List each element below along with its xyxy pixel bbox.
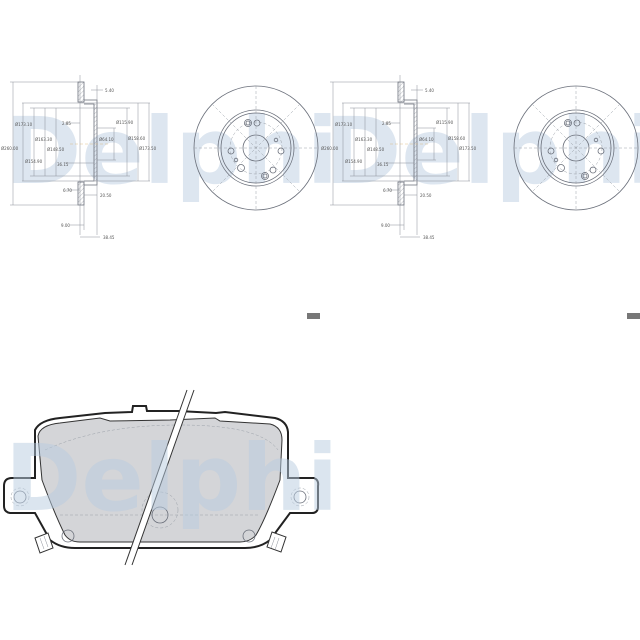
brake-pad-drawing: Delphi [3, 389, 338, 566]
dim-label: Ø173.10 [15, 122, 33, 127]
gallery-marker [627, 313, 640, 319]
dim-label: 20.50 [100, 193, 112, 198]
dim-label: 6.70 [383, 188, 392, 193]
dim-label: 6.70 [63, 188, 72, 193]
dim-label: Ø115.90 [436, 120, 454, 125]
dim-label: Ø158.60 [448, 136, 466, 141]
watermark-logo: Delphi [5, 98, 338, 205]
wear-indicator-right [266, 531, 287, 553]
dim-outer-diameter: Ø260.00 [1, 146, 19, 151]
dim-label: 36.15 [377, 162, 389, 167]
disc-profile-section [10, 75, 150, 238]
dim-label: Ø173.50 [139, 146, 157, 151]
dim-label: 9.00 [381, 223, 390, 228]
brake-disc-drawing-2: Delphi [321, 75, 640, 240]
dim-label: Ø148.50 [47, 147, 65, 152]
dim-label: 36.15 [57, 162, 69, 167]
dim-label: Ø158.60 [128, 136, 146, 141]
dimension-labels: Ø260.00 Ø173.10 Ø163.30 Ø148.50 Ø154.90 … [1, 88, 157, 240]
dimension-labels: Ø260.00 Ø173.10 Ø163.30 Ø148.50 Ø154.90 … [321, 88, 477, 240]
cut-line [124, 389, 195, 566]
dim-label: Ø64.10 [419, 137, 434, 142]
disc-front-view [513, 85, 639, 211]
dim-label: Ø64.10 [99, 137, 114, 142]
dim-label: 20.50 [420, 193, 432, 198]
dim-label: Ø173.10 [335, 122, 353, 127]
wear-indicator-left [34, 532, 54, 554]
dim-label: Ø163.30 [35, 137, 53, 142]
dim-label: Ø154.90 [25, 159, 43, 164]
dim-label: 5.40 [425, 88, 434, 93]
dim-label: Ø148.50 [367, 147, 385, 152]
dim-label: 2.85 [62, 121, 71, 126]
dim-label: 38.45 [103, 235, 115, 240]
dim-label: Ø163.30 [355, 137, 373, 142]
gallery-marker [307, 313, 320, 319]
disc-front-view [193, 85, 319, 211]
disc-profile-section [330, 75, 470, 238]
dim-label: 5.40 [105, 88, 114, 93]
watermark-logo: Delphi [325, 98, 640, 205]
dim-label: 9.00 [61, 223, 70, 228]
brake-disc-drawing: Delphi [1, 75, 338, 240]
dim-label: Ø154.90 [345, 159, 363, 164]
watermark-logo: Delphi [5, 425, 338, 532]
dim-outer-diameter: Ø260.00 [321, 146, 339, 151]
dim-label: 38.45 [423, 235, 435, 240]
dim-label: 2.85 [382, 121, 391, 126]
dim-label: Ø173.50 [459, 146, 477, 151]
dim-label: Ø115.90 [116, 120, 134, 125]
